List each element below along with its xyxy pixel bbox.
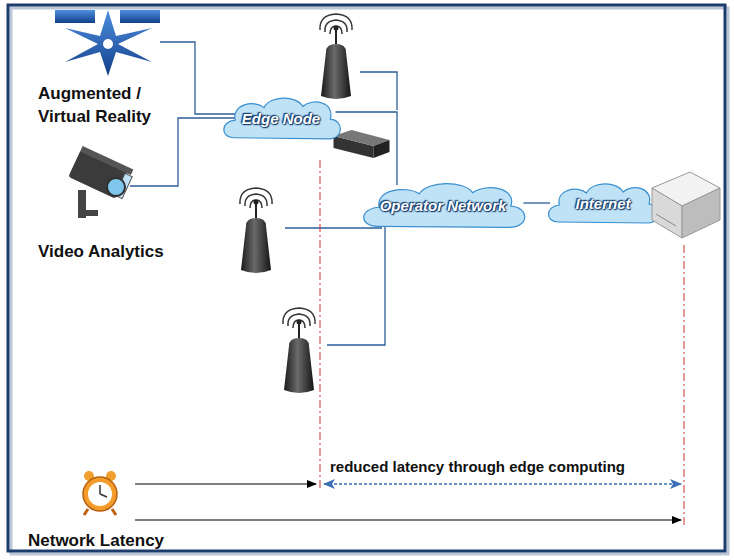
caption-label: Augmented / Virtual Reality — [38, 82, 178, 128]
network-link — [523, 202, 550, 203]
router-box — [334, 130, 390, 158]
caption-label: Network Latency — [28, 529, 188, 552]
cloud-label: Internet — [575, 195, 630, 212]
server-box — [648, 166, 724, 242]
caption-label: reduced latency through edge computing — [330, 455, 710, 478]
network-cloud: Internet — [544, 178, 662, 228]
network-cloud: Edge Node — [219, 92, 344, 144]
network-cloud: Operator Network — [357, 177, 530, 233]
caption-label: Video Analytics — [38, 240, 198, 263]
cloud-label: Operator Network — [380, 197, 507, 214]
cloud-label: Edge Node — [242, 110, 320, 127]
network-link — [336, 112, 397, 185]
